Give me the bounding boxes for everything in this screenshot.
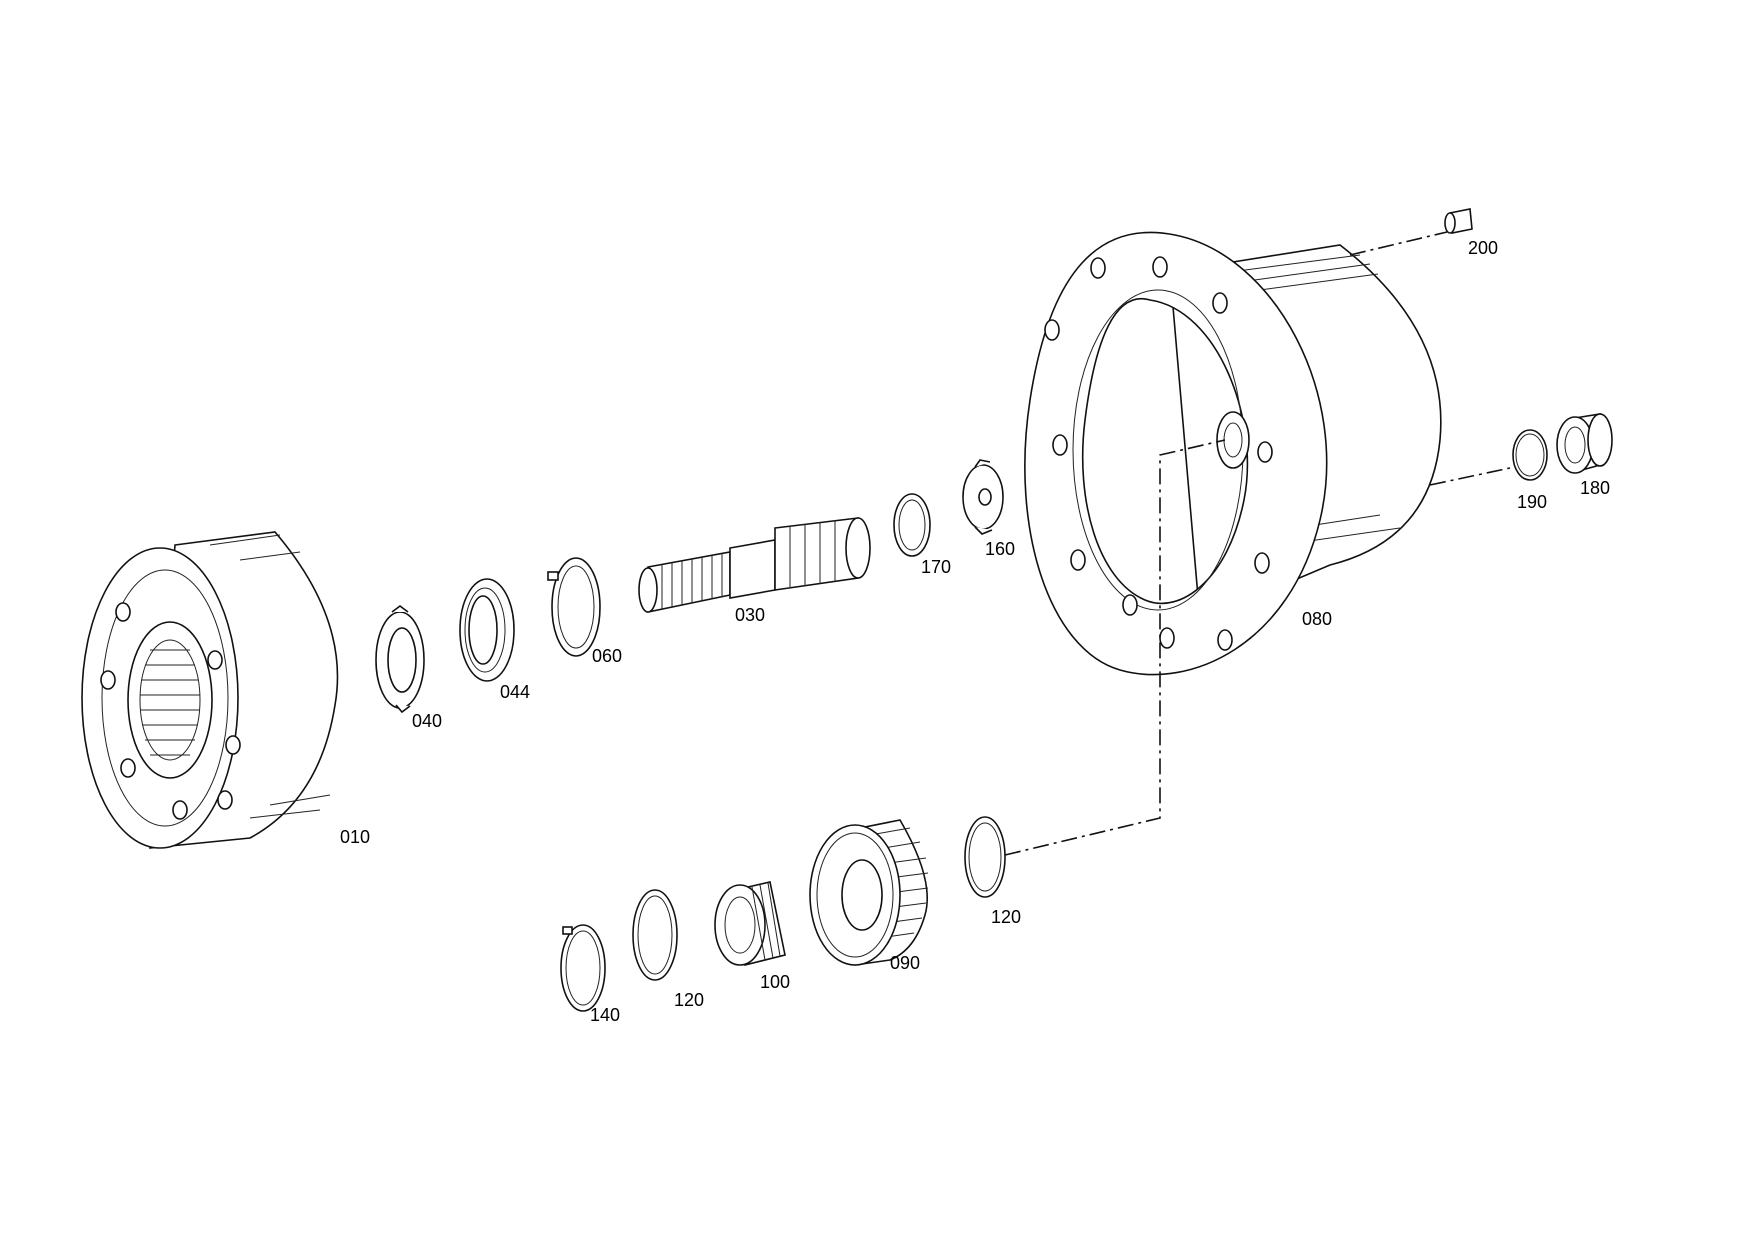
part-040-thrust-washer [375,605,425,714]
label-040: 040 [412,711,442,731]
label-180: 180 [1580,478,1610,498]
part-190-o-ring [1512,429,1548,481]
part-200-plug-screw [1444,208,1473,234]
part-140-snap-ring [560,924,606,1012]
part-030-sun-gear-shaft [638,517,871,613]
part-170-circlip [893,493,931,557]
label-030: 030 [735,605,765,625]
label-080: 080 [1302,609,1332,629]
label-120-right: 120 [991,907,1021,927]
part-180-screw-plug [1556,413,1613,474]
part-120-shim-left [632,889,678,981]
label-100: 100 [760,972,790,992]
assembly-lines [1004,231,1511,856]
label-044: 044 [500,682,530,702]
label-010: 010 [340,827,370,847]
part-090-planet-gear [809,819,929,966]
part-010-planet-carrier [81,531,339,849]
label-190: 190 [1517,492,1547,512]
label-090: 090 [890,953,920,973]
part-100-needle-bearing [714,881,786,966]
label-160: 160 [985,539,1015,559]
part-080-ring-gear-housing [1024,231,1442,676]
label-200: 200 [1468,238,1498,258]
part-160-thrust-plate [962,459,1004,535]
label-120-left: 120 [674,990,704,1010]
part-060-snap-ring [547,557,601,657]
label-060: 060 [592,646,622,666]
part-044-bearing-ring [459,578,515,682]
part-120-shim-right [964,816,1006,898]
callout-labels: 010 040 044 060 030 170 160 080 200 190 … [340,238,1610,1025]
label-170: 170 [921,557,951,577]
label-140: 140 [590,1005,620,1025]
